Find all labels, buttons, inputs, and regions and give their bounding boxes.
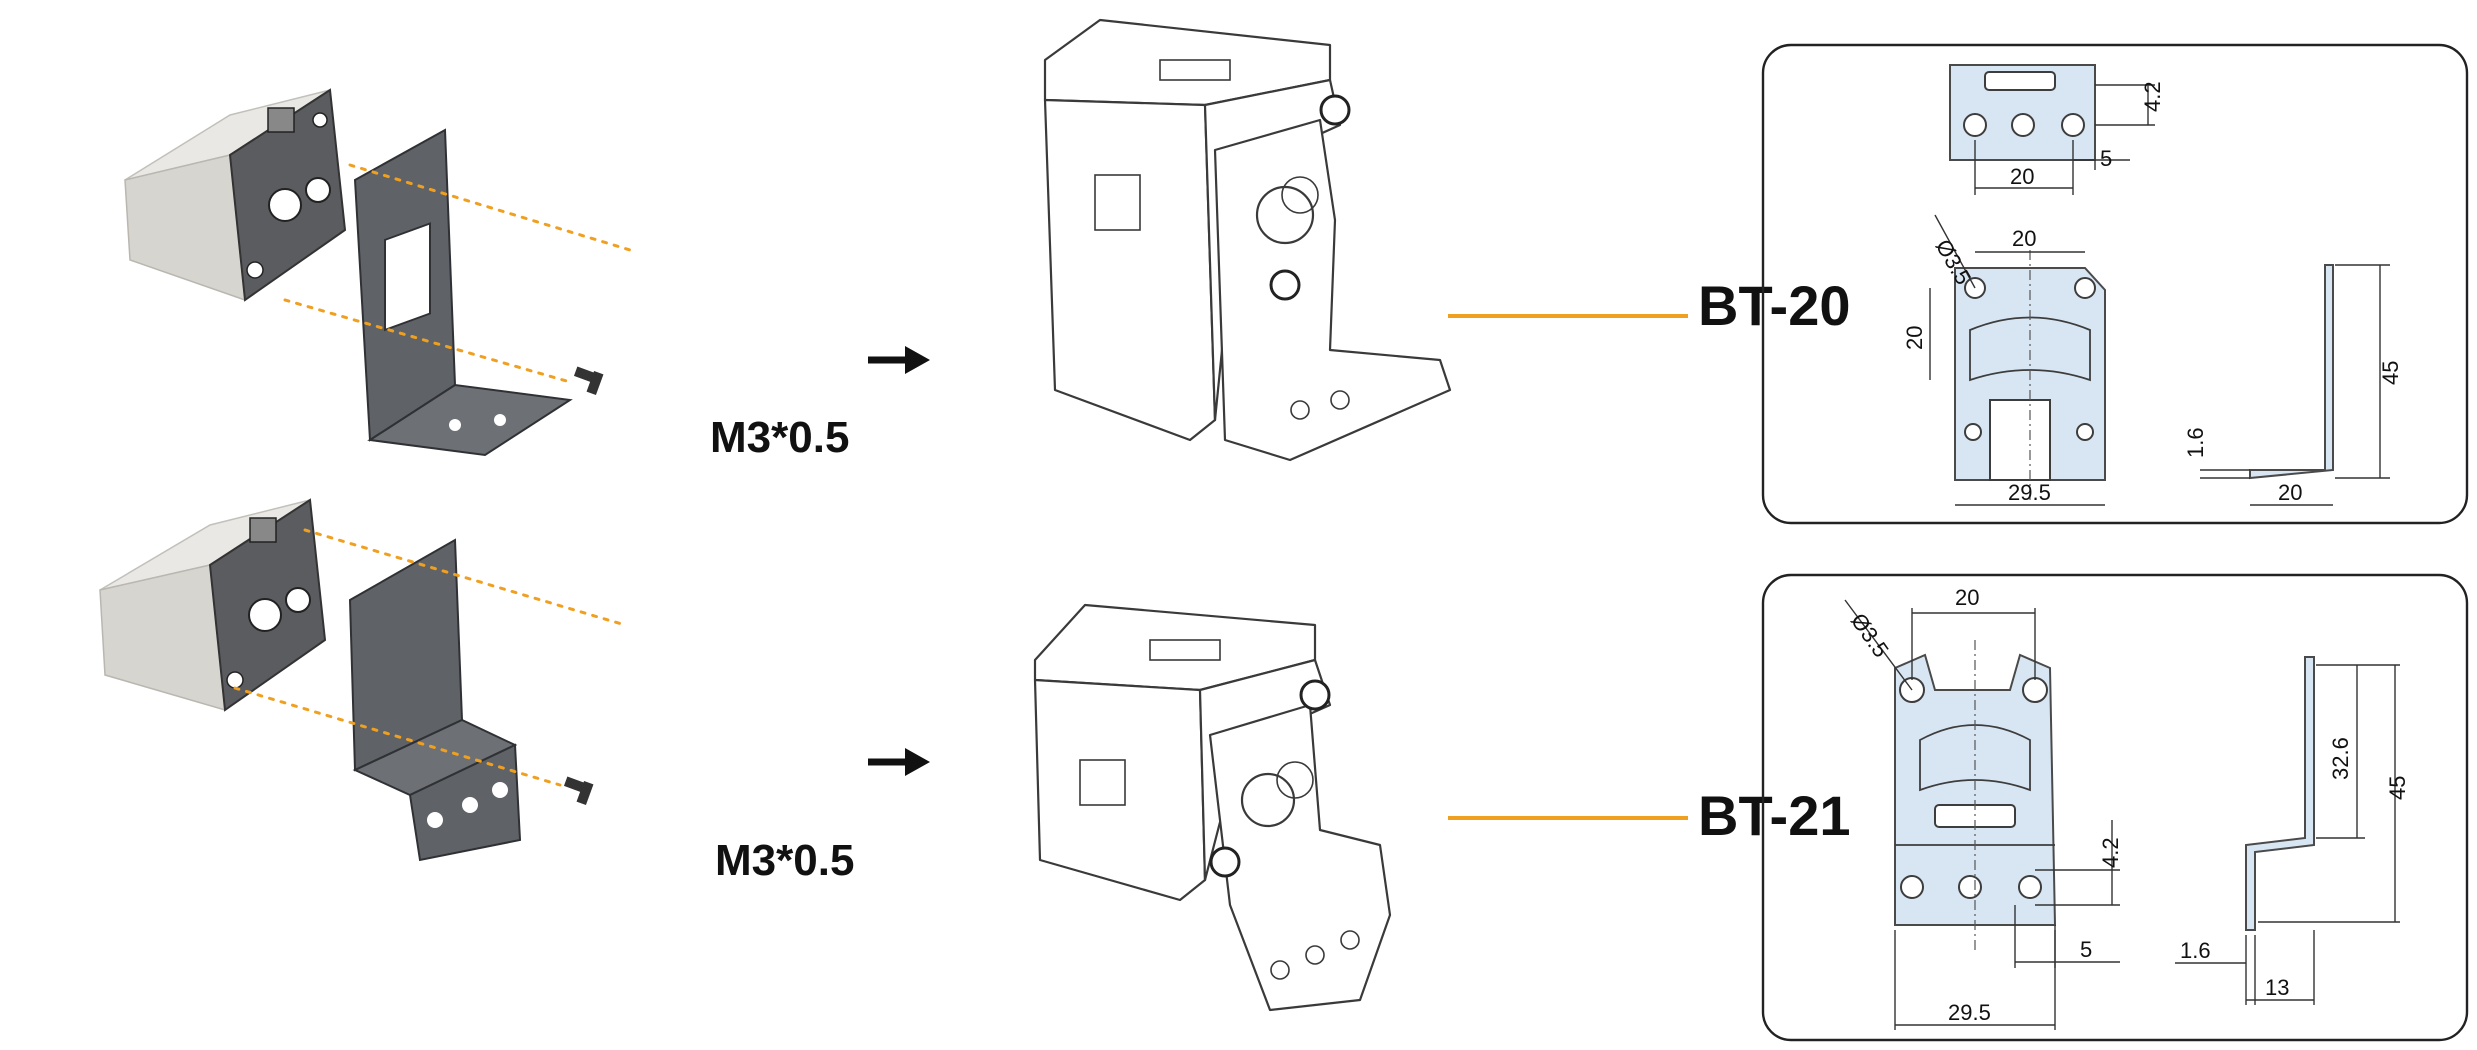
svg-text:20: 20 [1902,326,1927,350]
svg-text:20: 20 [1955,585,1979,610]
svg-text:1.6: 1.6 [2180,938,2211,963]
drawing-frame-bt21 [1761,573,2469,1042]
svg-text:4.2: 4.2 [2140,81,2165,112]
model-label: BT-21 [1698,784,1851,847]
svg-text:45: 45 [2385,776,2410,800]
svg-text:Ø3.5: Ø3.5 [1846,609,1894,662]
svg-text:13: 13 [2265,975,2289,1000]
svg-text:5: 5 [2100,146,2112,171]
screw-spec-label: M3*0.5 [710,413,849,462]
svg-text:20: 20 [2278,480,2302,505]
exploded-view-bt21 [99,498,627,862]
sensor-side-face [124,154,246,302]
drawing-bt20: 20 5 4.2 20 20 29.5 Ø3.5 45 1.6 [1902,64,2403,506]
svg-text:1.6: 1.6 [2183,427,2208,458]
arrow-right-icon [868,346,930,374]
model-label: BT-20 [1698,274,1851,337]
arrow-right-icon [868,748,930,776]
assembled-view-bt20 [1043,18,1452,462]
screw-icon [563,776,594,806]
assembled-view-bt21 [1033,603,1392,1012]
svg-text:20: 20 [2010,164,2034,189]
svg-text:45: 45 [2378,361,2403,385]
svg-text:32.6: 32.6 [2328,737,2353,780]
svg-text:4.2: 4.2 [2098,837,2123,868]
drawing-bt21: 20 Ø3.5 4.2 5 29.5 32.6 45 1.6 13 [1844,585,2410,1030]
svg-text:29.5: 29.5 [2008,480,2051,505]
drawing-frame-bt20 [1761,43,2469,525]
bracket-bt20-base [367,383,573,457]
screw-spec-label: M3*0.5 [715,836,854,885]
svg-text:20: 20 [2012,226,2036,251]
screw-icon [573,366,604,396]
exploded-view-bt20 [124,88,632,457]
svg-text:29.5: 29.5 [1948,1000,1991,1025]
svg-text:5: 5 [2080,937,2092,962]
